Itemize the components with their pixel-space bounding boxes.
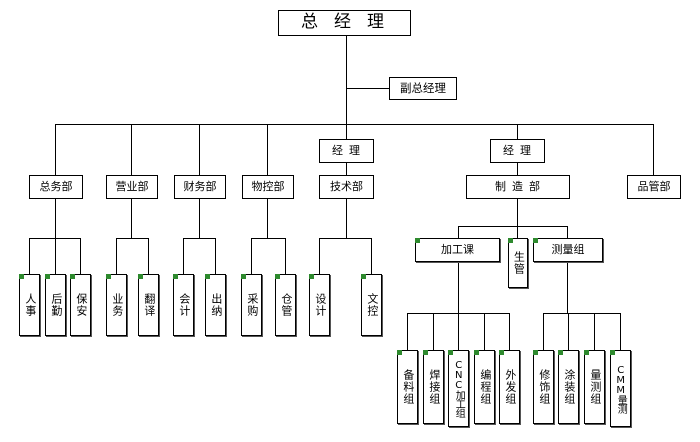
section-production-control: 生管 bbox=[508, 238, 528, 288]
marker-tick bbox=[241, 274, 246, 279]
marker-tick bbox=[361, 274, 366, 279]
marker-tick bbox=[508, 238, 513, 243]
group-material-prep: 备料组 bbox=[397, 350, 418, 424]
dept-technology: 技术部 bbox=[319, 175, 374, 199]
marker-tick bbox=[423, 350, 428, 355]
marker-tick bbox=[19, 274, 24, 279]
marker-tick bbox=[45, 274, 50, 279]
section-design: 设计 bbox=[309, 274, 330, 336]
section-personnel: 人事 bbox=[19, 274, 40, 336]
section-accounting: 会计 bbox=[173, 274, 194, 336]
group-cmm: CMM量测 bbox=[610, 350, 631, 427]
marker-tick bbox=[205, 274, 210, 279]
marker-tick bbox=[448, 350, 453, 355]
marker-tick bbox=[415, 238, 420, 243]
marker-tick bbox=[610, 350, 615, 355]
marker-tick bbox=[584, 350, 589, 355]
marker-tick bbox=[533, 238, 538, 243]
marker-tick bbox=[106, 274, 111, 279]
marker-tick bbox=[70, 274, 75, 279]
marker-tick bbox=[397, 350, 402, 355]
dept-materials: 物控部 bbox=[242, 175, 294, 199]
deputy-general-manager-box: 副总经理 bbox=[389, 77, 457, 100]
dept-finance: 财务部 bbox=[174, 175, 226, 199]
section-measurement: 测量组 bbox=[533, 238, 603, 262]
marker-tick bbox=[533, 350, 538, 355]
group-programming: 编程组 bbox=[474, 350, 495, 424]
marker-tick bbox=[138, 274, 143, 279]
section-translation: 翻译 bbox=[138, 274, 159, 336]
marker-tick bbox=[309, 274, 314, 279]
dept-general-affairs: 总务部 bbox=[29, 175, 83, 199]
group-cnc: CNC加工组 bbox=[448, 350, 469, 427]
manager-box-right: 经理 bbox=[490, 139, 545, 163]
marker-tick bbox=[499, 350, 504, 355]
group-finishing: 修饰组 bbox=[533, 350, 554, 424]
section-security: 保安 bbox=[70, 274, 91, 336]
group-coating: 涂装组 bbox=[558, 350, 579, 424]
dept-sales: 营业部 bbox=[106, 175, 158, 199]
group-outsourcing: 外发组 bbox=[499, 350, 520, 424]
dept-quality: 品管部 bbox=[627, 175, 681, 199]
manager-box-left: 经理 bbox=[319, 139, 374, 163]
marker-tick bbox=[474, 350, 479, 355]
marker-tick bbox=[275, 274, 280, 279]
section-processing: 加工课 bbox=[415, 238, 500, 262]
group-welding: 焊接组 bbox=[423, 350, 444, 424]
section-logistics: 后勤 bbox=[45, 274, 66, 336]
marker-tick bbox=[173, 274, 178, 279]
section-cashier: 出纳 bbox=[205, 274, 226, 336]
marker-tick bbox=[558, 350, 563, 355]
section-purchasing: 采购 bbox=[241, 274, 262, 336]
group-metrology: 量测组 bbox=[584, 350, 605, 424]
section-business: 业务 bbox=[106, 274, 127, 336]
section-documentation: 文控 bbox=[361, 274, 382, 336]
section-warehouse: 仓管 bbox=[275, 274, 296, 336]
general-manager-box: 总经理 bbox=[278, 10, 411, 36]
dept-manufacturing: 制造部 bbox=[466, 175, 570, 199]
